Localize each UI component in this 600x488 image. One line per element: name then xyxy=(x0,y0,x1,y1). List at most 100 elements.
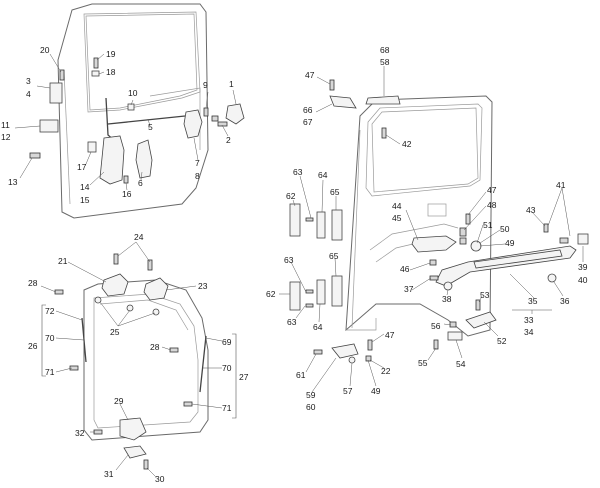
callout-42: 42 xyxy=(402,139,412,149)
rear-door-parts xyxy=(54,253,207,470)
washer-part xyxy=(94,296,102,304)
screw-part xyxy=(367,339,373,351)
callout-30: 30 xyxy=(155,474,165,484)
handle-bracket xyxy=(331,209,343,241)
rail-strip xyxy=(473,249,563,269)
callout-58: 58 xyxy=(380,57,390,67)
washer-part xyxy=(547,273,557,283)
callout-26: 26 xyxy=(28,341,38,351)
hinge-part xyxy=(49,82,63,104)
screw-part xyxy=(429,275,439,281)
callout-4: 4 xyxy=(26,89,31,99)
clip-part xyxy=(559,237,569,244)
callout-19: 19 xyxy=(106,49,116,59)
callout-15: 15 xyxy=(80,195,90,205)
callout-56: 56 xyxy=(431,321,441,331)
bolt-part xyxy=(459,227,467,237)
upper-roller-bracket xyxy=(365,95,401,105)
callout-70: 70 xyxy=(222,363,232,373)
callout-17: 17 xyxy=(77,162,87,172)
callout-18: 18 xyxy=(106,67,116,77)
callout-14: 14 xyxy=(80,182,90,192)
callout-64: 64 xyxy=(313,322,323,332)
callout-50: 50 xyxy=(500,224,510,234)
callout-34: 34 xyxy=(524,327,534,337)
callout-3: 3 xyxy=(26,76,31,86)
callout-35: 35 xyxy=(528,296,538,306)
callout-36: 36 xyxy=(560,296,570,306)
striker-part xyxy=(225,103,245,125)
front-door-leaders xyxy=(14,53,237,191)
bolt-part xyxy=(93,57,99,69)
clip-part xyxy=(429,259,437,266)
callout-59: 59 xyxy=(306,390,316,400)
sliding-door-leaders xyxy=(279,66,584,393)
callout-2: 2 xyxy=(226,135,231,145)
callout-29: 29 xyxy=(114,396,124,406)
latch-bracket-part xyxy=(39,119,59,133)
callout-57: 57 xyxy=(343,386,353,396)
callout-28: 28 xyxy=(150,342,160,352)
callout-16: 16 xyxy=(122,189,132,199)
callout-11: 11 xyxy=(1,120,10,130)
callout-68: 68 xyxy=(380,45,390,55)
clip-part xyxy=(459,237,467,245)
callout-65: 65 xyxy=(330,187,340,197)
washer-part xyxy=(126,304,134,312)
center-arm-bracket xyxy=(411,235,457,253)
callout-5: 5 xyxy=(148,122,153,132)
lower-roller-bracket xyxy=(465,311,497,329)
callout-65: 65 xyxy=(329,251,339,261)
callout-62: 62 xyxy=(266,289,276,299)
screw-part xyxy=(169,347,179,353)
clip-part xyxy=(123,175,129,184)
screw-part xyxy=(93,429,103,435)
callout-32: 32 xyxy=(75,428,85,438)
bolt-part xyxy=(143,459,149,470)
callout-43: 43 xyxy=(526,205,536,215)
callout-66: 66 xyxy=(303,105,313,115)
washer-part xyxy=(91,70,100,77)
callout-22: 22 xyxy=(381,366,391,376)
callout-47: 47 xyxy=(385,330,395,340)
callout-55: 55 xyxy=(418,358,428,368)
screw-part xyxy=(203,107,209,117)
callout-53: 53 xyxy=(480,290,490,300)
callout-60: 60 xyxy=(306,402,316,412)
callout-27: 27 xyxy=(239,372,249,382)
handle-bracket xyxy=(316,211,326,239)
callout-39: 39 xyxy=(578,262,588,272)
front-door-outline xyxy=(57,3,209,219)
callout-7: 7 xyxy=(195,158,200,168)
screw-part xyxy=(305,217,314,222)
washer-part xyxy=(348,356,356,364)
screw-part xyxy=(313,349,323,355)
washer-part xyxy=(443,281,453,291)
callout-61: 61 xyxy=(296,370,306,380)
lower-lock xyxy=(119,417,147,441)
washer-part xyxy=(152,308,160,316)
screw-part xyxy=(305,289,314,294)
screw-part xyxy=(69,365,79,371)
handle-bracket xyxy=(331,275,343,307)
screw-part xyxy=(543,223,549,233)
clip-part xyxy=(449,321,457,328)
rear-door-leaders xyxy=(40,241,237,478)
callout-23: 23 xyxy=(198,281,208,291)
callout-47: 47 xyxy=(487,185,497,195)
screw-part xyxy=(183,401,193,407)
callout-13: 13 xyxy=(8,177,18,187)
callout-41: 41 xyxy=(556,180,566,190)
callout-44: 44 xyxy=(392,201,402,211)
callout-38: 38 xyxy=(442,294,452,304)
gas-strut xyxy=(199,335,207,393)
front-door-parts xyxy=(29,57,245,185)
callout-63: 63 xyxy=(287,317,297,327)
callout-31: 31 xyxy=(104,469,114,479)
callout-12: 12 xyxy=(1,132,11,142)
callout-62: 62 xyxy=(286,191,296,201)
clip-part xyxy=(211,115,219,122)
callout-70: 70 xyxy=(45,333,55,343)
callout-67: 67 xyxy=(303,117,313,127)
callout-54: 54 xyxy=(456,359,466,369)
